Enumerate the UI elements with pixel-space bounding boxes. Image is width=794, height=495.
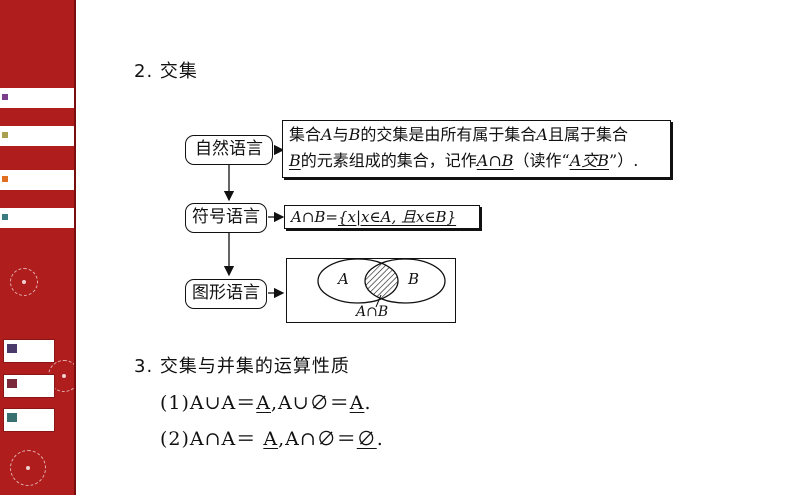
formula-text: (1)A∪A＝ bbox=[160, 392, 257, 414]
nav-button-3[interactable] bbox=[3, 408, 55, 432]
venn-label-b: B bbox=[408, 270, 420, 288]
figure-language-label: 图形语言 bbox=[185, 279, 267, 309]
formula-text: ,A∪∅＝ bbox=[271, 392, 350, 414]
answer-blank: A bbox=[349, 392, 365, 414]
formula-text: ,A∩∅＝ bbox=[278, 428, 357, 450]
text-segment: 与 bbox=[332, 125, 349, 144]
sidebar-stripe bbox=[0, 88, 74, 108]
venn-label-a: A bbox=[338, 270, 349, 288]
stripe-marker bbox=[2, 132, 8, 138]
venn-intersection bbox=[365, 259, 398, 303]
text-segment: 的元素组成的集合，记作 bbox=[300, 151, 477, 170]
formula-text: (2)A∩A＝ bbox=[160, 428, 264, 450]
formula-text: . bbox=[376, 428, 384, 450]
venn-caption: A∩B bbox=[356, 304, 389, 320]
sidebar-stripe bbox=[0, 170, 74, 190]
symbol-lhs: A∩B= bbox=[291, 208, 338, 226]
nav-marker bbox=[7, 413, 17, 422]
venn-set-a bbox=[317, 258, 399, 304]
answer-blank: ∅ bbox=[356, 428, 377, 450]
stripe-marker bbox=[2, 176, 8, 182]
sidebar-stripe bbox=[0, 126, 74, 146]
nav-button-2[interactable] bbox=[3, 374, 55, 398]
read-as-text: A交B bbox=[569, 151, 610, 170]
nav-marker bbox=[7, 379, 17, 388]
nav-button-1[interactable] bbox=[3, 339, 55, 363]
var-a: A bbox=[536, 125, 548, 144]
text-segment: 的交集是由所有属于集合 bbox=[360, 125, 537, 144]
symbol-set-builder: {x|x∈A, 且x∈B} bbox=[338, 208, 457, 226]
formula-text: . bbox=[364, 392, 372, 414]
answer-blank: A bbox=[256, 392, 272, 414]
nav-marker bbox=[7, 344, 17, 353]
dandelion-icon bbox=[10, 450, 46, 486]
natural-language-label: 自然语言 bbox=[185, 135, 273, 165]
natural-line-1: 集合A与B的交集是由所有属于集合A且属于集合 bbox=[289, 122, 664, 148]
stripe-marker bbox=[2, 94, 8, 100]
intersection-notation: A∩B bbox=[476, 151, 514, 170]
text-segment: （读作“ bbox=[513, 151, 570, 170]
sidebar bbox=[0, 0, 80, 495]
sidebar-edge bbox=[74, 0, 76, 495]
section2-heading: 2. 交集 bbox=[134, 61, 198, 82]
symbol-language-content: A∩B={x|x∈A, 且x∈B} bbox=[284, 205, 480, 229]
natural-line-2: B的元素组成的集合，记作A∩B（读作“A交B”）. bbox=[289, 148, 664, 174]
intersection-property: (2)A∩A＝ A,A∩∅＝∅. bbox=[160, 424, 384, 451]
section3-heading: 3. 交集与并集的运算性质 bbox=[134, 356, 350, 377]
var-b: B bbox=[289, 151, 301, 170]
natural-language-content: 集合A与B的交集是由所有属于集合A且属于集合 B的元素组成的集合，记作A∩B（读… bbox=[282, 120, 671, 178]
var-a: A bbox=[321, 125, 333, 144]
var-b: B bbox=[348, 125, 361, 144]
dandelion-icon bbox=[10, 268, 38, 296]
sidebar-stripe bbox=[0, 208, 74, 228]
answer-blank: A bbox=[263, 428, 279, 450]
symbol-language-label: 符号语言 bbox=[185, 203, 267, 233]
union-property: (1)A∪A＝A,A∪∅＝A. bbox=[160, 388, 371, 415]
text-segment: 集合 bbox=[289, 125, 322, 144]
stripe-marker bbox=[2, 214, 8, 220]
text-segment: ”）. bbox=[609, 151, 639, 170]
venn-pointer bbox=[375, 294, 382, 308]
venn-set-b bbox=[364, 258, 446, 304]
text-segment: 且属于集合 bbox=[547, 125, 628, 144]
